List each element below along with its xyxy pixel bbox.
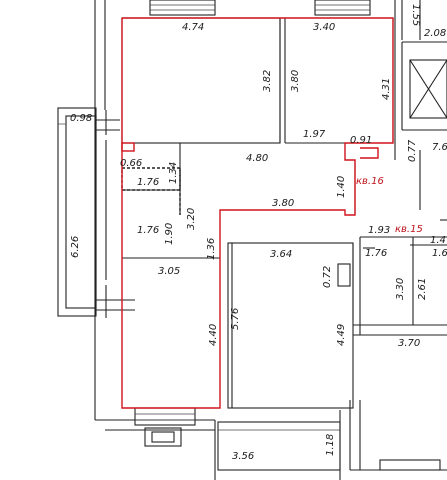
apartment-label-15: кв.15 (395, 224, 423, 235)
dim-4-80: 4.80 (246, 153, 268, 164)
dim-1-93: 1.93 (368, 225, 390, 236)
dim-1-76-a: 1.76 (137, 177, 159, 188)
dim-3-40: 3.40 (313, 22, 335, 33)
dim-3-64: 3.64 (270, 249, 292, 260)
dim-4-74: 4.74 (182, 22, 204, 33)
dim-5-76: 5.76 (230, 308, 241, 330)
dim-1-76-b: 1.76 (137, 225, 159, 236)
dim-0-98: 0.98 (70, 113, 92, 124)
dim-3-80-a: 3.80 (290, 70, 301, 92)
dim-4-31: 4.31 (381, 78, 392, 100)
dim-1-18: 1.18 (325, 434, 336, 456)
dim-3-70: 3.70 (398, 338, 420, 349)
dim-4-49: 4.49 (336, 324, 347, 346)
dim-0-66: 0.66 (120, 158, 142, 169)
dim-3-30: 3.30 (395, 278, 406, 300)
dim-7-6: 7.6 (432, 142, 447, 153)
dim-1-6: 1.6 (432, 248, 447, 259)
dim-4-40: 4.40 (208, 324, 219, 346)
apartment-label-16: кв.16 (356, 176, 384, 187)
dim-2-08: 2.08 (424, 28, 446, 39)
vertical-dimension-labels: 1.55 3.82 3.80 4.31 0.77 1.34 1.40 3.20 … (70, 4, 428, 456)
dim-1-76-c: 1.76 (365, 248, 387, 259)
dim-1-34: 1.34 (168, 162, 179, 184)
apartment-outline (121, 17, 394, 409)
apartment-labels: кв.16 кв.15 (356, 176, 423, 235)
dim-1-90: 1.90 (164, 223, 175, 245)
interior-walls (121, 17, 447, 409)
dim-3-82: 3.82 (262, 70, 273, 92)
top-windows (149, 0, 371, 16)
dim-1-40: 1.40 (336, 176, 347, 198)
dim-2-61: 2.61 (417, 278, 428, 300)
left-balcony (57, 107, 135, 318)
bottom-elements (134, 400, 441, 471)
dim-1-55: 1.55 (410, 4, 421, 26)
dim-3-56: 3.56 (232, 451, 254, 462)
dim-0-91: 0.91 (350, 135, 372, 146)
dim-0-72: 0.72 (322, 266, 333, 288)
dim-1-36: 1.36 (206, 238, 217, 260)
dimension-labels: 4.74 3.40 0.98 1.97 0.91 0.66 4.80 1.76 … (70, 22, 447, 462)
dim-1-4: 1.4 (430, 235, 446, 246)
dashed-partitions (121, 167, 181, 215)
dim-6-26: 6.26 (70, 236, 81, 258)
dim-3-20: 3.20 (186, 208, 197, 230)
dim-0-77: 0.77 (407, 139, 418, 162)
dim-3-80-b: 3.80 (272, 198, 294, 209)
dim-3-05: 3.05 (158, 266, 180, 277)
dim-1-97: 1.97 (303, 129, 326, 140)
